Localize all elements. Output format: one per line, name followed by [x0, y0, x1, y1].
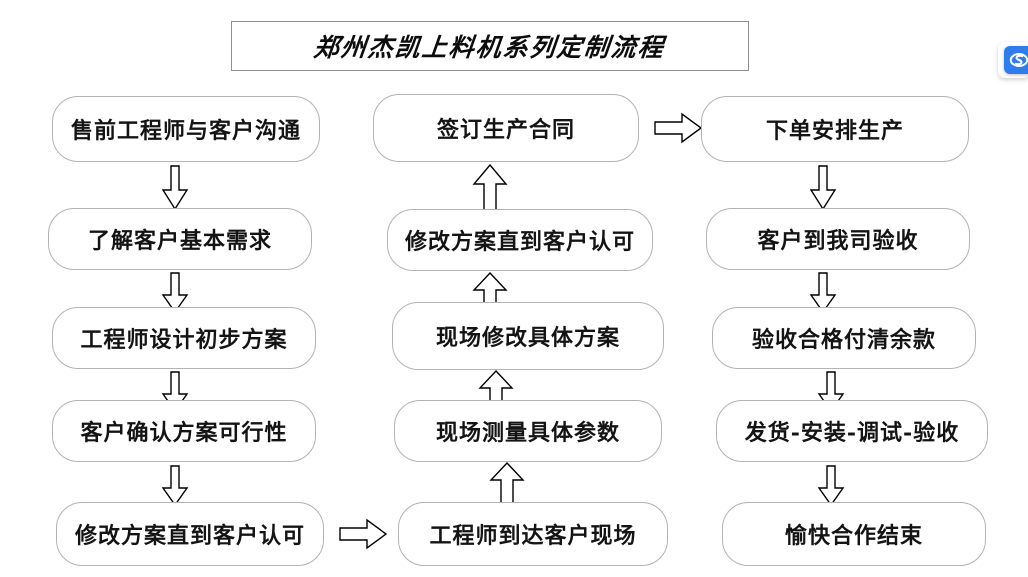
node-c2-1[interactable]: 签订生产合同	[373, 94, 639, 162]
node-c2-3[interactable]: 现场修改具体方案	[392, 302, 664, 370]
logo-s-icon	[1009, 53, 1028, 67]
arrow-down-c1-4	[161, 465, 189, 507]
node-c1-1[interactable]: 售前工程师与客户沟通	[52, 96, 320, 162]
node-c3-2[interactable]: 客户到我司验收	[706, 208, 970, 270]
node-c2-3-label: 现场修改具体方案	[435, 325, 620, 351]
site-logo-badge[interactable]	[1004, 46, 1028, 74]
arrow-down-c3-2	[809, 272, 837, 314]
node-c1-2[interactable]: 了解客户基本需求	[48, 208, 312, 270]
chart-title-box: 郑州杰凯上料机系列定制流程	[231, 21, 749, 71]
node-c3-3[interactable]: 验收合格付清余款	[712, 307, 976, 369]
arrow-right-c2-to-c3	[654, 112, 703, 144]
node-c2-1-label: 签订生产合同	[436, 117, 575, 143]
node-c1-1-label: 售前工程师与客户沟通	[70, 118, 301, 144]
arrow-up-c2-4	[489, 461, 525, 504]
node-c3-3-label: 验收合格付清余款	[751, 327, 936, 353]
node-c1-4[interactable]: 客户确认方案可行性	[52, 400, 316, 462]
node-c1-4-label: 客户确认方案可行性	[80, 420, 288, 446]
node-c3-1-label: 下单安排生产	[765, 118, 904, 144]
node-c2-5-label: 工程师到达客户现场	[429, 523, 637, 549]
node-c1-3[interactable]: 工程师设计初步方案	[52, 307, 316, 369]
node-c2-2[interactable]: 修改方案直到客户认可	[387, 209, 653, 271]
node-c3-5-label: 愉快合作结束	[784, 523, 923, 549]
arrow-down-c3-4	[817, 465, 845, 507]
arrow-down-c1-1	[161, 165, 189, 211]
node-c1-2-label: 了解客户基本需求	[87, 228, 272, 254]
page-title: 郑州杰凯上料机系列定制流程	[312, 33, 667, 62]
arrow-up-c2-1	[472, 163, 508, 214]
arrow-down-c3-1	[809, 165, 837, 211]
node-c2-2-label: 修改方案直到客户认可	[404, 229, 635, 255]
node-c3-4-label: 发货-安装-调试-验收	[744, 420, 960, 446]
node-c2-4[interactable]: 现场测量具体参数	[394, 400, 662, 462]
node-c3-1[interactable]: 下单安排生产	[701, 96, 969, 162]
node-c3-2-label: 客户到我司验收	[757, 228, 919, 254]
node-c3-5[interactable]: 愉快合作结束	[722, 502, 986, 566]
node-c1-3-label: 工程师设计初步方案	[80, 327, 288, 353]
node-c2-5[interactable]: 工程师到达客户现场	[398, 502, 668, 566]
node-c3-4[interactable]: 发货-安装-调试-验收	[716, 400, 988, 462]
node-c1-5[interactable]: 修改方案直到客户认可	[56, 502, 324, 566]
arrow-right-c1-to-c2	[339, 518, 388, 550]
node-c2-4-label: 现场测量具体参数	[435, 420, 620, 446]
arrow-down-c1-2	[161, 272, 189, 314]
node-c1-5-label: 修改方案直到客户认可	[74, 523, 305, 549]
